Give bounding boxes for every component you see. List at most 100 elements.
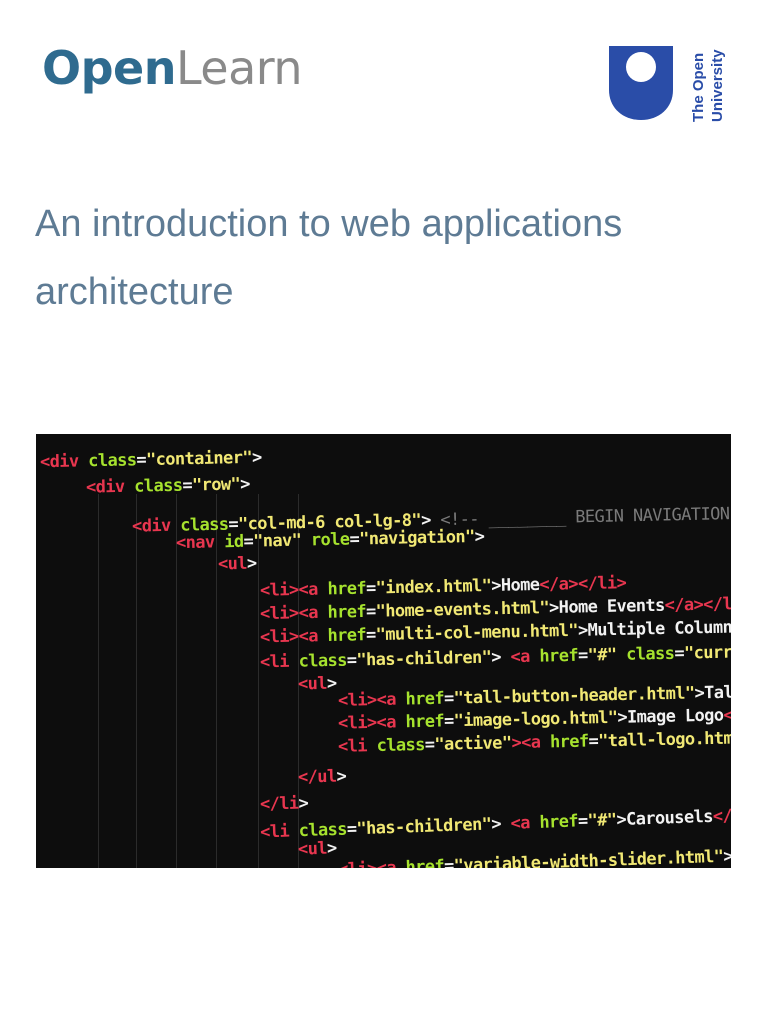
code-token: "tall-logo.html" — [597, 728, 731, 752]
code-token: < — [85, 477, 96, 498]
code-token: > — [298, 793, 309, 814]
code-token: < — [297, 674, 308, 695]
code-token: > — [491, 575, 502, 596]
code-token: <li — [259, 651, 299, 673]
code-token: "has-children" — [356, 647, 492, 671]
indent-guide — [136, 494, 137, 868]
page-header: OpenLearn The Open University — [0, 0, 768, 150]
code-token: "variable-width-slider.html" — [453, 846, 724, 868]
code-token: = — [674, 643, 685, 664]
code-token: "tall-button-header.html" — [453, 683, 695, 709]
code-token: > — [246, 553, 257, 574]
indent-guide — [258, 494, 259, 868]
code-token: </ — [259, 794, 280, 815]
code-token: > — [490, 813, 511, 835]
code-token: Multiple Column Menu — [587, 617, 731, 641]
indent-guide — [176, 494, 177, 868]
code-token: </ — [297, 767, 318, 788]
code-token: href — [405, 856, 445, 868]
code-token: Home Events — [558, 595, 665, 618]
code-token: class — [133, 475, 183, 497]
code-token: li — [279, 793, 299, 815]
code-token: class — [87, 450, 137, 472]
code-token: Carousels — [625, 806, 714, 830]
code-token: ul — [307, 673, 328, 695]
code-token: > — [722, 846, 731, 867]
page-title: An introduction to web applications arch… — [35, 203, 623, 313]
open-university-wordmark: The Open University — [690, 49, 726, 122]
code-token: > — [326, 673, 337, 694]
code-token: href — [327, 578, 367, 600]
code-line: </ul> — [298, 766, 347, 787]
openlearn-logo-open: Open — [42, 41, 176, 95]
code-token: "nav" — [252, 530, 312, 552]
code-line: <ul> — [298, 838, 337, 859]
code-token: href — [405, 688, 445, 710]
ou-wordmark-line1: The Open — [690, 53, 707, 122]
code-token: "image-logo.html" — [453, 707, 618, 732]
code-token: ><a — [511, 732, 551, 754]
code-token: ul — [227, 553, 248, 575]
open-university-shield-icon — [609, 46, 673, 120]
code-token: "row" — [191, 474, 241, 496]
code-token: Tall Button — [703, 682, 731, 704]
code-token: ul — [307, 838, 328, 860]
code-token: "current"> — [683, 641, 731, 664]
code-token: <li><a — [259, 626, 328, 648]
code-token: </a> — [712, 805, 731, 827]
code-token: "has-children" — [356, 814, 492, 840]
code-line: <li class="has-children"> <a href="#">Ca… — [260, 805, 731, 842]
code-token: > — [474, 526, 485, 547]
code-token: href — [539, 645, 579, 667]
code-token: < — [217, 554, 228, 575]
open-university-logo[interactable]: The Open University — [607, 44, 727, 124]
code-token: <li — [259, 821, 300, 843]
code-token: class — [298, 650, 347, 672]
code-token: <li><a — [259, 602, 328, 625]
code-token: = — [365, 578, 376, 599]
code-token: <a — [510, 812, 540, 834]
openlearn-logo[interactable]: OpenLearn — [42, 38, 303, 98]
code-token: "index.html" — [375, 575, 492, 599]
code-token: > — [577, 620, 588, 641]
code-token: = — [349, 529, 360, 550]
code-token: </a></ — [723, 704, 731, 726]
code-token: div — [95, 476, 135, 498]
code-token: id — [224, 531, 244, 553]
cover-image-code-screenshot: <div class="container"><div class="row">… — [36, 434, 731, 868]
code-token: > — [336, 766, 347, 787]
ou-wordmark-line2: University — [709, 49, 726, 122]
code-token: div — [141, 515, 181, 537]
code-line: <li class="has-children"> <a href="#" cl… — [260, 642, 731, 673]
code-token: < — [175, 533, 186, 554]
openlearn-logo-learn: Learn — [175, 41, 303, 95]
code-token: <li><a — [337, 689, 406, 711]
code-token: <li — [337, 736, 377, 757]
code-token: = — [243, 531, 254, 552]
code-line: </li> — [260, 793, 309, 814]
code-token: "#" — [587, 644, 627, 666]
code-token: = — [136, 450, 147, 471]
code-token: <li><a — [337, 712, 406, 734]
code-token: nav — [185, 532, 225, 554]
code-line: <ul> — [298, 674, 337, 695]
code-token: "multi-col-menu.html" — [375, 620, 579, 646]
code-token: div — [49, 451, 89, 473]
code-token: </a></li> — [664, 593, 731, 616]
code-token: href — [327, 625, 367, 647]
code-token: class — [625, 643, 675, 665]
code-token: href — [549, 731, 589, 753]
code-token: Image Logo — [626, 705, 724, 728]
code-token: < — [131, 516, 142, 537]
code-token: = — [365, 625, 376, 646]
code-token: href — [539, 811, 579, 833]
code-token: > — [491, 647, 511, 668]
code-token: = — [443, 688, 454, 709]
code-token: = — [182, 475, 193, 496]
code-token: > — [251, 447, 262, 468]
indent-guide — [98, 494, 99, 868]
code-token: </a></li> — [539, 573, 627, 595]
code-line: <div class="row"> — [86, 474, 250, 497]
code-token: "container" — [145, 447, 253, 471]
code-line: <ul> — [218, 554, 257, 575]
